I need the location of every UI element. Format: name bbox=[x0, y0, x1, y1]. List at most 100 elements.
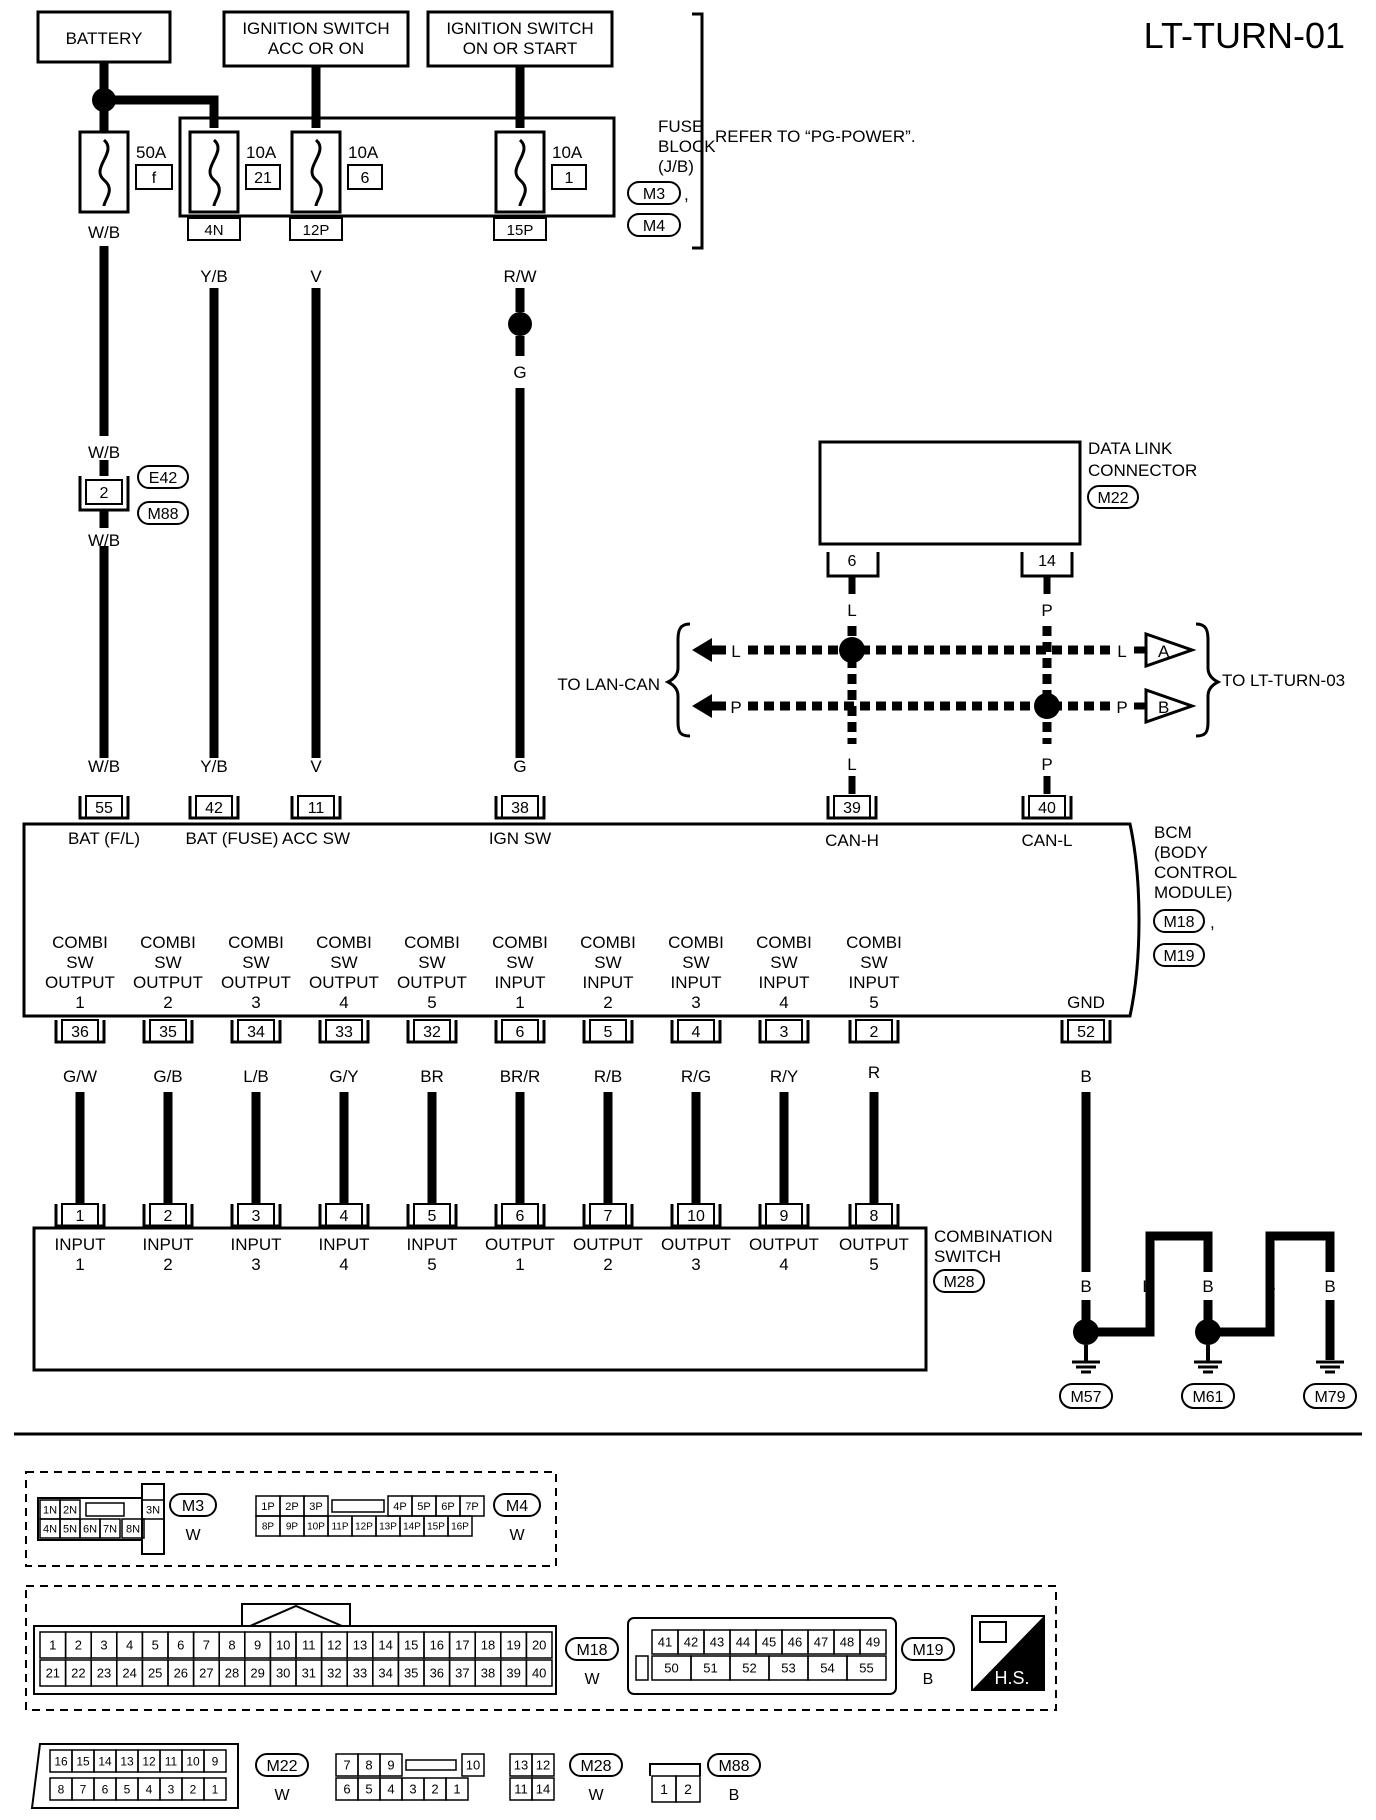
connector-pin-label: 30 bbox=[276, 1666, 290, 1681]
ignition-acc-source: IGNITION SWITCH ACC OR ON bbox=[222, 10, 410, 68]
svg-text:H.S.: H.S. bbox=[994, 1668, 1029, 1688]
connector-pin-label: 4 bbox=[146, 1782, 153, 1796]
svg-text:L: L bbox=[847, 755, 856, 774]
svg-text:ON OR START: ON OR START bbox=[463, 39, 578, 58]
svg-text:f: f bbox=[152, 170, 157, 187]
svg-text:SW: SW bbox=[860, 953, 887, 972]
svg-text:SW: SW bbox=[242, 953, 269, 972]
svg-text:14: 14 bbox=[1038, 553, 1056, 570]
connector-pin-label: 6 bbox=[177, 1638, 184, 1653]
connector-pin-label: 9 bbox=[212, 1754, 219, 1768]
connector-pin-label: 14 bbox=[536, 1782, 550, 1797]
connector-pin-label: 10 bbox=[466, 1758, 480, 1773]
svg-text:5: 5 bbox=[427, 993, 436, 1012]
svg-text:2: 2 bbox=[603, 993, 612, 1012]
svg-text:(BODY: (BODY bbox=[1154, 843, 1208, 862]
svg-text:5: 5 bbox=[428, 1208, 437, 1225]
svg-text:M28: M28 bbox=[580, 1758, 611, 1775]
svg-text:4: 4 bbox=[340, 1208, 349, 1225]
svg-text:R/B: R/B bbox=[594, 1067, 622, 1086]
svg-text:G/Y: G/Y bbox=[329, 1067, 358, 1086]
svg-text:11: 11 bbox=[308, 800, 325, 817]
svg-text:R: R bbox=[868, 1063, 880, 1082]
connector-pin-label: 5P bbox=[417, 1501, 430, 1513]
svg-text:BR: BR bbox=[420, 1067, 444, 1086]
svg-text:L: L bbox=[731, 642, 740, 661]
svg-text:M19: M19 bbox=[912, 1642, 943, 1659]
svg-text:M3: M3 bbox=[182, 1498, 204, 1515]
connector-latch bbox=[635, 1655, 649, 1681]
page-title: LT-TURN-01 bbox=[1144, 15, 1345, 56]
connector-pin-label: 45 bbox=[762, 1635, 776, 1650]
svg-text:CAN-L: CAN-L bbox=[1021, 831, 1072, 850]
wire-yb: Y/B bbox=[200, 267, 228, 758]
svg-text:CONTROL: CONTROL bbox=[1154, 863, 1237, 882]
svg-text:B: B bbox=[1080, 1067, 1091, 1086]
connector-pin-label: 49 bbox=[866, 1635, 880, 1650]
connector-pin-label: 7 bbox=[343, 1758, 350, 1773]
svg-text:COMBI: COMBI bbox=[492, 933, 548, 952]
svg-text:INPUT: INPUT bbox=[319, 1235, 370, 1254]
connector-pin-label: 15 bbox=[404, 1638, 418, 1653]
svg-text:P: P bbox=[1041, 601, 1052, 620]
hs-icon: H.S. bbox=[971, 1615, 1045, 1691]
svg-text:GND: GND bbox=[1067, 993, 1105, 1012]
svg-text:INPUT: INPUT bbox=[495, 973, 546, 992]
connector-cavity bbox=[461, 1753, 485, 1777]
connector-pin-label: 16P bbox=[451, 1522, 469, 1533]
connector-pin-label: 6 bbox=[102, 1782, 109, 1796]
connector-pin-label: 21 bbox=[46, 1666, 60, 1681]
bcm-bottom-pin: COMBI SW OUTPUT 4 33 G/Y bbox=[309, 933, 379, 1204]
connector-pin-label: 12 bbox=[327, 1638, 341, 1653]
connector-pin-label: 23 bbox=[97, 1666, 111, 1681]
svg-text:3: 3 bbox=[251, 1255, 260, 1274]
bcm-bottom-pin: COMBI SW OUTPUT 1 36 G/W bbox=[45, 933, 115, 1204]
svg-text:15P: 15P bbox=[507, 222, 534, 239]
connector-pin-label: 4P bbox=[393, 1501, 406, 1513]
svg-text:Y/B: Y/B bbox=[200, 757, 227, 776]
bcm-bottom-pin: COMBI SW OUTPUT 3 34 L/B bbox=[221, 933, 291, 1204]
connector-pin-label: 8 bbox=[58, 1782, 65, 1796]
svg-text:OUTPUT: OUTPUT bbox=[309, 973, 379, 992]
svg-text:INPUT: INPUT bbox=[583, 973, 634, 992]
connector-pin-label: 4N bbox=[43, 1523, 57, 1535]
connector-pin-label: 5 bbox=[152, 1638, 159, 1653]
svg-text:OUTPUT: OUTPUT bbox=[573, 1235, 643, 1254]
connector-pin-label: 55 bbox=[859, 1661, 873, 1676]
connector-cavity bbox=[675, 1775, 701, 1803]
connector-pin-label: 29 bbox=[250, 1666, 264, 1681]
svg-text:35: 35 bbox=[159, 1024, 177, 1041]
connector-pin-label: 47 bbox=[814, 1635, 828, 1650]
svg-text:ACC OR ON: ACC OR ON bbox=[268, 39, 364, 58]
combination-switch: COMBINATION SWITCH M28 bbox=[32, 1226, 1053, 1372]
svg-text:33: 33 bbox=[335, 1024, 353, 1041]
svg-text:4N: 4N bbox=[204, 222, 223, 239]
svg-text:COMBI: COMBI bbox=[846, 933, 902, 952]
connector-pin-label: 19 bbox=[506, 1638, 520, 1653]
ground-network: B B B B B M57 M61 M79 bbox=[1059, 1231, 1357, 1409]
connector-cavity bbox=[203, 1777, 227, 1801]
svg-text:M18: M18 bbox=[576, 1642, 607, 1659]
connector-pin-label: 36 bbox=[430, 1666, 444, 1681]
svg-text:M22: M22 bbox=[266, 1758, 297, 1775]
connector-pin-label: 2 bbox=[684, 1781, 692, 1797]
svg-text:M22: M22 bbox=[1097, 490, 1128, 507]
connector-pin-label: 22 bbox=[71, 1666, 85, 1681]
svg-text:IGN SW: IGN SW bbox=[489, 829, 551, 848]
svg-text:12P: 12P bbox=[303, 222, 330, 239]
svg-text:1: 1 bbox=[76, 1208, 85, 1225]
connector-pin-label: 48 bbox=[840, 1635, 854, 1650]
svg-text:SW: SW bbox=[770, 953, 797, 972]
connector-pin-label: 2 bbox=[431, 1782, 438, 1797]
connector-pin-label: 16 bbox=[54, 1754, 68, 1768]
connector-pin-label: 1 bbox=[453, 1782, 460, 1797]
connector-pin-label: 51 bbox=[703, 1661, 717, 1676]
svg-text:3: 3 bbox=[780, 1024, 789, 1041]
svg-text:COMBI: COMBI bbox=[140, 933, 196, 952]
